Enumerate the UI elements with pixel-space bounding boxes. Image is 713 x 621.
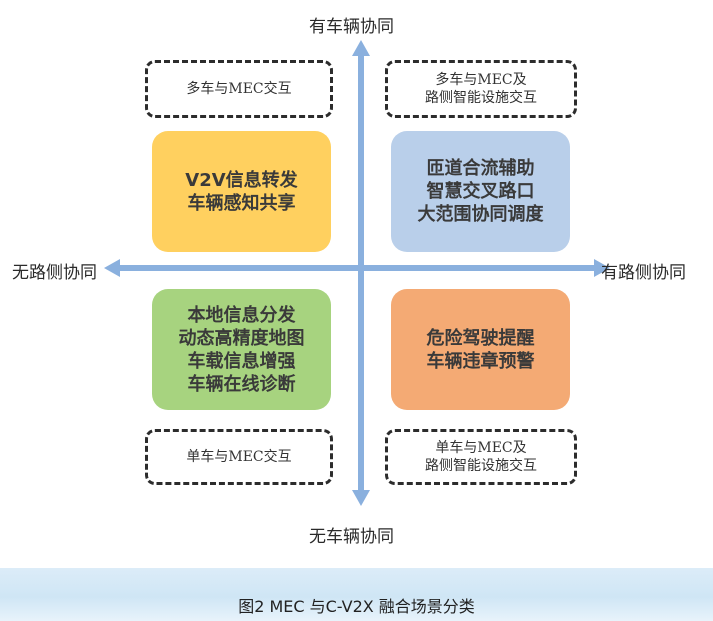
dashed-box-top-right: 多车与MEC及 路侧智能设施交互	[385, 60, 577, 118]
quadrant-line: 车辆感知共享	[187, 192, 296, 214]
dashed-box-top-left: 多车与MEC交互	[145, 60, 333, 118]
quadrant-line: 大范围协同调度	[417, 204, 544, 225]
dashed-box-bottom-left: 单车与MEC交互	[145, 429, 333, 485]
up-arrow-icon	[352, 40, 370, 56]
figure-caption: 图2 MEC 与C-V2X 融合场景分类	[238, 597, 475, 616]
axis-label-top: 有车辆协同	[309, 17, 394, 37]
down-arrow-icon	[352, 490, 370, 506]
quadrant-top-right: 匝道合流辅助 智慧交叉路口 大范围协同调度	[391, 131, 570, 252]
diagram-canvas: 有车辆协同 无车辆协同 无路侧协同 有路侧协同 多车与MEC交互 多车与MEC及…	[12, 17, 686, 547]
left-arrow-icon	[104, 259, 120, 277]
axis-label-left: 无路侧协同	[12, 263, 97, 283]
caption-band	[0, 568, 713, 621]
quadrant-bottom-left: 本地信息分发 动态高精度地图 车载信息增强 车辆在线诊断	[152, 289, 331, 410]
quadrant-line: 本地信息分发	[187, 304, 296, 326]
quadrant-line: 车辆在线诊断	[187, 373, 296, 395]
quadrant-line: V2V信息转发	[185, 169, 298, 191]
axis-label-right: 有路侧协同	[601, 263, 686, 283]
dashed-box-top-left-text: 多车与MEC交互	[186, 81, 292, 97]
quadrant-top-left: V2V信息转发 车辆感知共享	[152, 131, 331, 252]
quadrant-bottom-right: 危险驾驶提醒 车辆违章预警	[391, 289, 570, 410]
quadrant-line: 动态高精度地图	[178, 327, 305, 349]
dashed-box-top-right-text: 多车与MEC及 路侧智能设施交互	[425, 72, 537, 106]
quadrant-line: 危险驾驶提醒	[426, 327, 535, 349]
quadrant-line: 智慧交叉路口	[426, 181, 535, 202]
vertical-axis-line	[358, 54, 364, 492]
quadrant-line: 匝道合流辅助	[426, 158, 535, 179]
horizontal-axis-line	[118, 265, 596, 271]
quadrant-line: 车载信息增强	[187, 350, 296, 372]
dashed-box-bottom-right-text: 单车与MEC及 路侧智能设施交互	[425, 440, 537, 474]
dashed-box-bottom-right: 单车与MEC及 路侧智能设施交互	[385, 429, 577, 485]
axis-label-bottom: 无车辆协同	[309, 527, 394, 547]
dashed-box-bottom-left-text: 单车与MEC交互	[186, 449, 292, 465]
right-arrow-icon	[594, 259, 610, 277]
quadrant-line: 车辆违章预警	[426, 350, 535, 372]
